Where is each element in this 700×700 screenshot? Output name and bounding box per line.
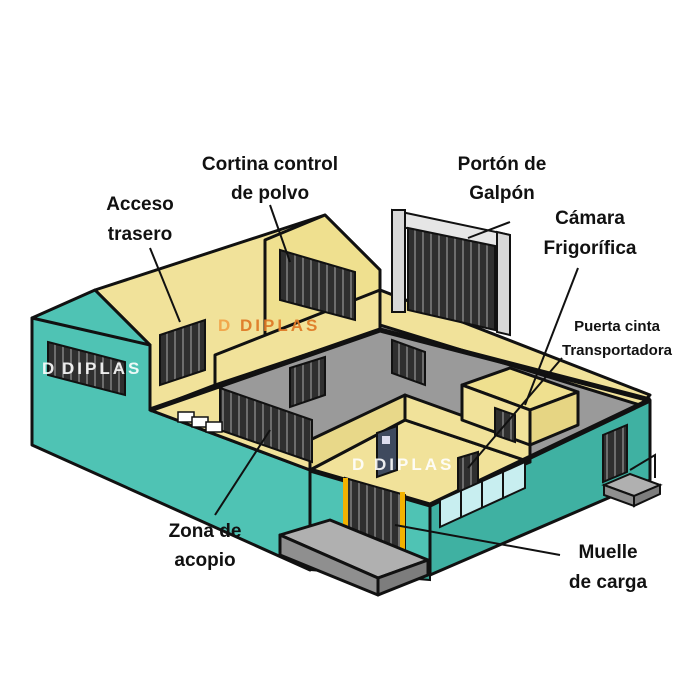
svg-text:D: D [352, 455, 367, 474]
svg-text:trasero: trasero [108, 224, 172, 245]
label-porton-galpon: Portón de Galpón [458, 154, 547, 204]
wall-top-edge [149, 327, 651, 413]
svg-text:Transportadora: Transportadora [562, 342, 673, 359]
callout-lines [149, 204, 579, 556]
svg-text:Puerta cinta: Puerta cinta [574, 318, 661, 335]
svg-text:Portón de: Portón de [458, 154, 547, 175]
svg-text:Frigorífica: Frigorífica [544, 238, 637, 259]
svg-text:de polvo: de polvo [231, 183, 309, 204]
partition-curtain-mid [289, 355, 326, 409]
watermarks: D DIPLAS D DIPLAS D DIPLAS [42, 316, 454, 474]
dust-control-curtain [279, 248, 356, 322]
svg-text:Cámara: Cámara [555, 208, 625, 229]
svg-text:de carga: de carga [569, 572, 648, 593]
warehouse-gate [391, 208, 511, 337]
svg-text:acopio: acopio [174, 550, 235, 571]
svg-text:D: D [218, 316, 233, 335]
labels: Acceso trasero Cortina control de polvo … [106, 154, 672, 593]
label-muelle-carga: Muelle de carga [569, 542, 648, 593]
gate-curtain [407, 226, 496, 332]
svg-text:Zona de: Zona de [169, 521, 242, 542]
back-wall-curtain [391, 338, 426, 387]
svg-text:Acceso: Acceso [106, 194, 174, 215]
svg-text:Cortina control: Cortina control [202, 154, 338, 175]
label-camara-frigorifica: Cámara Frigorífica [544, 208, 637, 259]
rear-access-curtain [159, 318, 206, 387]
loading-dock-frame-left [343, 478, 348, 546]
watermark-3: D DIPLAS [352, 455, 454, 474]
watermark-1: D DIPLAS [218, 316, 320, 335]
watermark-2: D DIPLAS [42, 359, 142, 378]
label-zona-acopio: Zona de acopio [169, 521, 242, 571]
label-cortina-polvo: Cortina control de polvo [202, 154, 338, 204]
platforms [278, 453, 663, 597]
label-acceso-trasero: Acceso trasero [106, 194, 174, 245]
cold-room-right [528, 390, 580, 447]
svg-text:DIPLAS: DIPLAS [62, 359, 142, 378]
left-exterior-window [47, 340, 126, 397]
svg-text:D: D [42, 359, 57, 378]
storage-zone-curtain [219, 386, 313, 464]
curtains [47, 248, 628, 564]
svg-text:Muelle: Muelle [578, 542, 637, 563]
side-exterior-curtain [602, 423, 628, 484]
svg-text:Galpón: Galpón [469, 183, 534, 204]
office-door-window [382, 436, 390, 444]
svg-text:DIPLAS: DIPLAS [374, 455, 454, 474]
label-puerta-cinta: Puerta cinta Transportadora [562, 318, 673, 359]
storage-boxes [177, 411, 223, 433]
svg-text:DIPLAS: DIPLAS [240, 316, 320, 335]
